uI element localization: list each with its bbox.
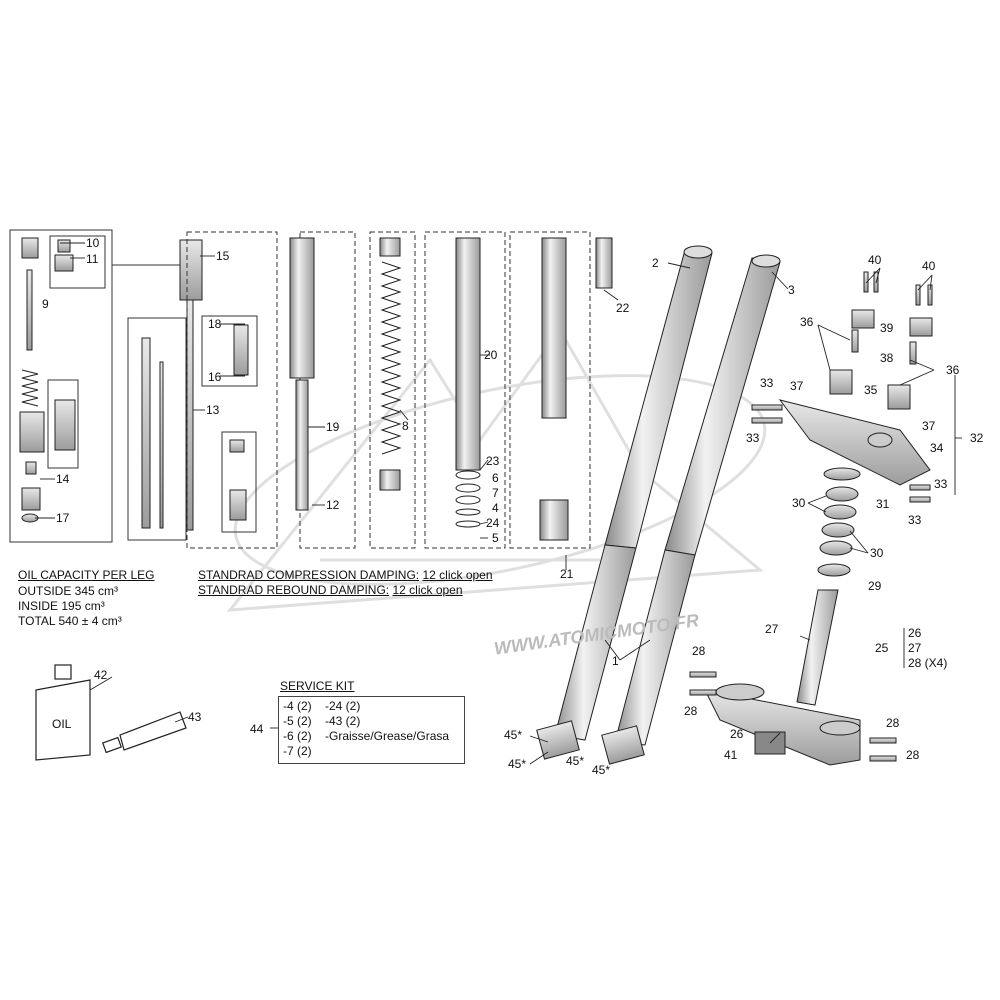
part-label-31: 31 xyxy=(876,497,890,511)
part-label-43: 43 xyxy=(188,710,202,724)
part-label-1: 1 xyxy=(612,654,619,668)
part-label-35: 35 xyxy=(864,383,878,397)
part-label-14: 14 xyxy=(56,472,70,486)
part-label-6: 6 xyxy=(492,471,499,485)
fork-leg-right xyxy=(601,254,781,765)
part-label-33b: 33 xyxy=(746,431,760,445)
part-label-42: 42 xyxy=(94,668,108,682)
steering-stem-and-bearings xyxy=(796,486,859,706)
part-label-36a: 36 xyxy=(800,315,814,329)
part-label-23: 23 xyxy=(486,454,500,468)
oil-bottle xyxy=(35,664,91,761)
service-kit-box: -4 (2) -5 (2) -6 (2) -7 (2) -24 (2) -43 … xyxy=(278,696,465,764)
part-label-10: 10 xyxy=(86,236,100,250)
oil-total: TOTAL 540 ± 4 cm³ xyxy=(18,614,122,628)
part-label-13: 13 xyxy=(206,403,220,417)
part-label-17: 17 xyxy=(56,511,70,525)
part-label-41: 41 xyxy=(724,748,738,762)
oil-inside: INSIDE 195 cm³ xyxy=(18,599,105,613)
part-label-45c: 45* xyxy=(566,754,584,768)
damping-rod xyxy=(141,239,249,531)
part-label-40b: 40 xyxy=(922,259,936,273)
group25-item-28: 28 (X4) xyxy=(908,656,947,670)
part-label-28b: 28 xyxy=(684,704,698,718)
part-label-9: 9 xyxy=(42,297,49,311)
damper-cartridge-left xyxy=(19,237,76,523)
part-label-32: 32 xyxy=(970,431,984,445)
part-label-39: 39 xyxy=(880,321,894,335)
part-label-29: 29 xyxy=(868,579,882,593)
part-label-25: 25 xyxy=(875,641,889,655)
rebound-damping-label: STANDRAD REBOUND DAMPING: xyxy=(198,583,390,597)
part-label-30a: 30 xyxy=(792,496,806,510)
fork-spring-and-tubes xyxy=(289,237,613,541)
part-label-18: 18 xyxy=(208,317,222,331)
part-label-37b: 37 xyxy=(922,419,936,433)
part-label-38: 38 xyxy=(880,351,894,365)
part-label-21: 21 xyxy=(560,567,574,581)
top-triple-clamp xyxy=(751,271,933,503)
service-kit-title: SERVICE KIT xyxy=(280,679,355,693)
kit-item-43: -43 (2) xyxy=(325,714,361,728)
oil-capacity-title: OIL CAPACITY PER LEG xyxy=(18,568,155,582)
rebound-damping-value: 12 click open xyxy=(392,583,463,597)
part-label-4: 4 xyxy=(492,501,499,515)
kit-item-6: -6 (2) xyxy=(283,729,312,743)
part-label-26: 26 xyxy=(730,727,744,741)
group25-item-26: 26 xyxy=(908,626,922,640)
part-label-24: 24 xyxy=(486,516,500,530)
part-label-11: 11 xyxy=(86,252,99,266)
compression-damping: STANDRAD COMPRESSION DAMPING: 12 click o… xyxy=(198,568,493,583)
rebound-damping: STANDRAD REBOUND DAMPING: 12 click open xyxy=(198,583,463,598)
part-label-37a: 37 xyxy=(790,379,804,393)
grease-tube xyxy=(102,711,187,754)
part-label-28d: 28 xyxy=(906,748,920,762)
oil-bottle-label: OIL xyxy=(52,717,72,731)
part-label-3: 3 xyxy=(788,283,795,297)
part-label-8: 8 xyxy=(402,419,409,433)
part-label-44: 44 xyxy=(250,722,264,736)
part-label-2: 2 xyxy=(652,256,659,270)
part-label-45d: 45* xyxy=(592,763,610,777)
part-label-22: 22 xyxy=(616,301,630,315)
kit-item-4: -4 (2) xyxy=(283,699,312,713)
part-label-19: 19 xyxy=(326,420,340,434)
part-label-16: 16 xyxy=(208,370,222,384)
kit-item-7: -7 (2) xyxy=(283,744,312,758)
oil-outside: OUTSIDE 345 cm³ xyxy=(18,584,119,598)
kit-item-grease: -Graisse/Grease/Grasa xyxy=(325,729,450,743)
part-label-33c: 33 xyxy=(934,477,948,491)
part-label-33a: 33 xyxy=(760,376,774,390)
internals-box-center xyxy=(127,315,258,541)
part-label-34: 34 xyxy=(930,441,944,455)
compression-damping-label: STANDRAD COMPRESSION DAMPING: xyxy=(198,568,420,582)
part-label-27: 27 xyxy=(765,622,779,636)
part-label-28a: 28 xyxy=(692,644,706,658)
part-label-20: 20 xyxy=(484,348,498,362)
part-label-12: 12 xyxy=(326,498,340,512)
part-labels: 1 2 3 4 5 6 7 8 9 10 11 12 13 14 15 16 1… xyxy=(42,236,984,777)
part-label-45a: 45* xyxy=(504,728,522,742)
internals-box-left xyxy=(9,229,185,543)
part-label-5: 5 xyxy=(492,531,499,545)
part-label-15: 15 xyxy=(216,249,230,263)
part-label-28c: 28 xyxy=(886,716,900,730)
bottom-triple-clamp xyxy=(689,671,897,766)
part-label-33d: 33 xyxy=(908,513,922,527)
seals-stack xyxy=(455,470,481,528)
part-label-36b: 36 xyxy=(946,363,960,377)
part-label-45b: 45* xyxy=(508,757,526,771)
part-label-7: 7 xyxy=(492,486,499,500)
kit-item-24: -24 (2) xyxy=(325,699,361,713)
leader-lines xyxy=(35,242,962,765)
part-label-30b: 30 xyxy=(870,546,884,560)
part-label-40a: 40 xyxy=(868,253,882,267)
kit-item-5: -5 (2) xyxy=(283,714,312,728)
group25-item-27: 27 xyxy=(908,641,922,655)
compression-damping-value: 12 click open xyxy=(422,568,493,582)
fork-leg-left xyxy=(536,245,713,760)
